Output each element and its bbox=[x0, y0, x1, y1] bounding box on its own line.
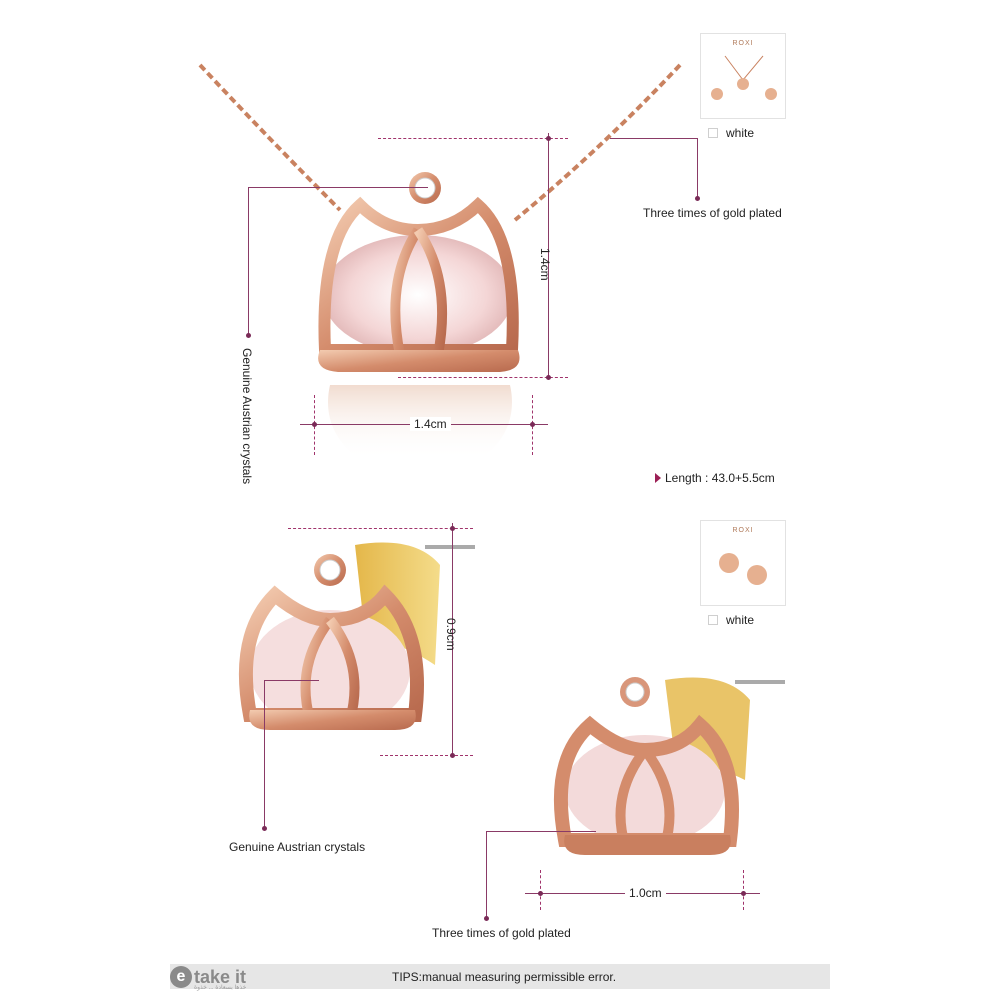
earring-plating-label: Three times of gold plated bbox=[432, 926, 571, 940]
earring-right-photo bbox=[553, 677, 785, 855]
earring-crystal-label: Genuine Austrian crystals bbox=[229, 840, 366, 854]
earring-width-label: 1.0cm bbox=[625, 886, 666, 900]
white-swatch-icon bbox=[708, 128, 718, 138]
chain-left bbox=[198, 63, 342, 212]
earring-thumbnail[interactable]: ROXI bbox=[700, 520, 786, 606]
necklace-photo bbox=[198, 63, 682, 460]
tips-bar: TIPS:manual measuring permissible error. bbox=[170, 964, 830, 989]
logo-text: take it bbox=[194, 966, 247, 987]
pointer-icon bbox=[655, 473, 661, 483]
necklace-width-label: 1.4cm bbox=[410, 417, 451, 431]
necklace-plating-label: Three times of gold plated bbox=[643, 206, 782, 220]
white-swatch-icon bbox=[708, 615, 718, 625]
logo-e-icon: e bbox=[170, 966, 192, 988]
earring-height-label: 0.9cm bbox=[444, 618, 458, 651]
necklace-length-label: Length : 43.0+5.5cm bbox=[665, 471, 775, 485]
necklace-thumbnail[interactable]: ROXI bbox=[700, 33, 786, 119]
tips-text: TIPS:manual measuring permissible error. bbox=[392, 970, 617, 984]
thumb-brand: ROXI bbox=[732, 40, 754, 47]
necklace-crystal-label: Genuine Austrian crystals bbox=[240, 348, 254, 485]
necklace-color-option[interactable]: white bbox=[708, 126, 754, 140]
logo-subtext: خذها بسعادة ... خذوة bbox=[194, 985, 247, 991]
thumb-brand: ROXI bbox=[732, 527, 754, 534]
earring-color-option[interactable]: white bbox=[708, 613, 754, 627]
pendant-crown bbox=[318, 172, 520, 372]
earring-left-photo bbox=[238, 542, 475, 730]
necklace-height-label: 1.4cm bbox=[538, 248, 552, 281]
chain-right bbox=[513, 63, 682, 222]
logo: e take it خذها بسعادة ... خذوة bbox=[170, 962, 246, 992]
